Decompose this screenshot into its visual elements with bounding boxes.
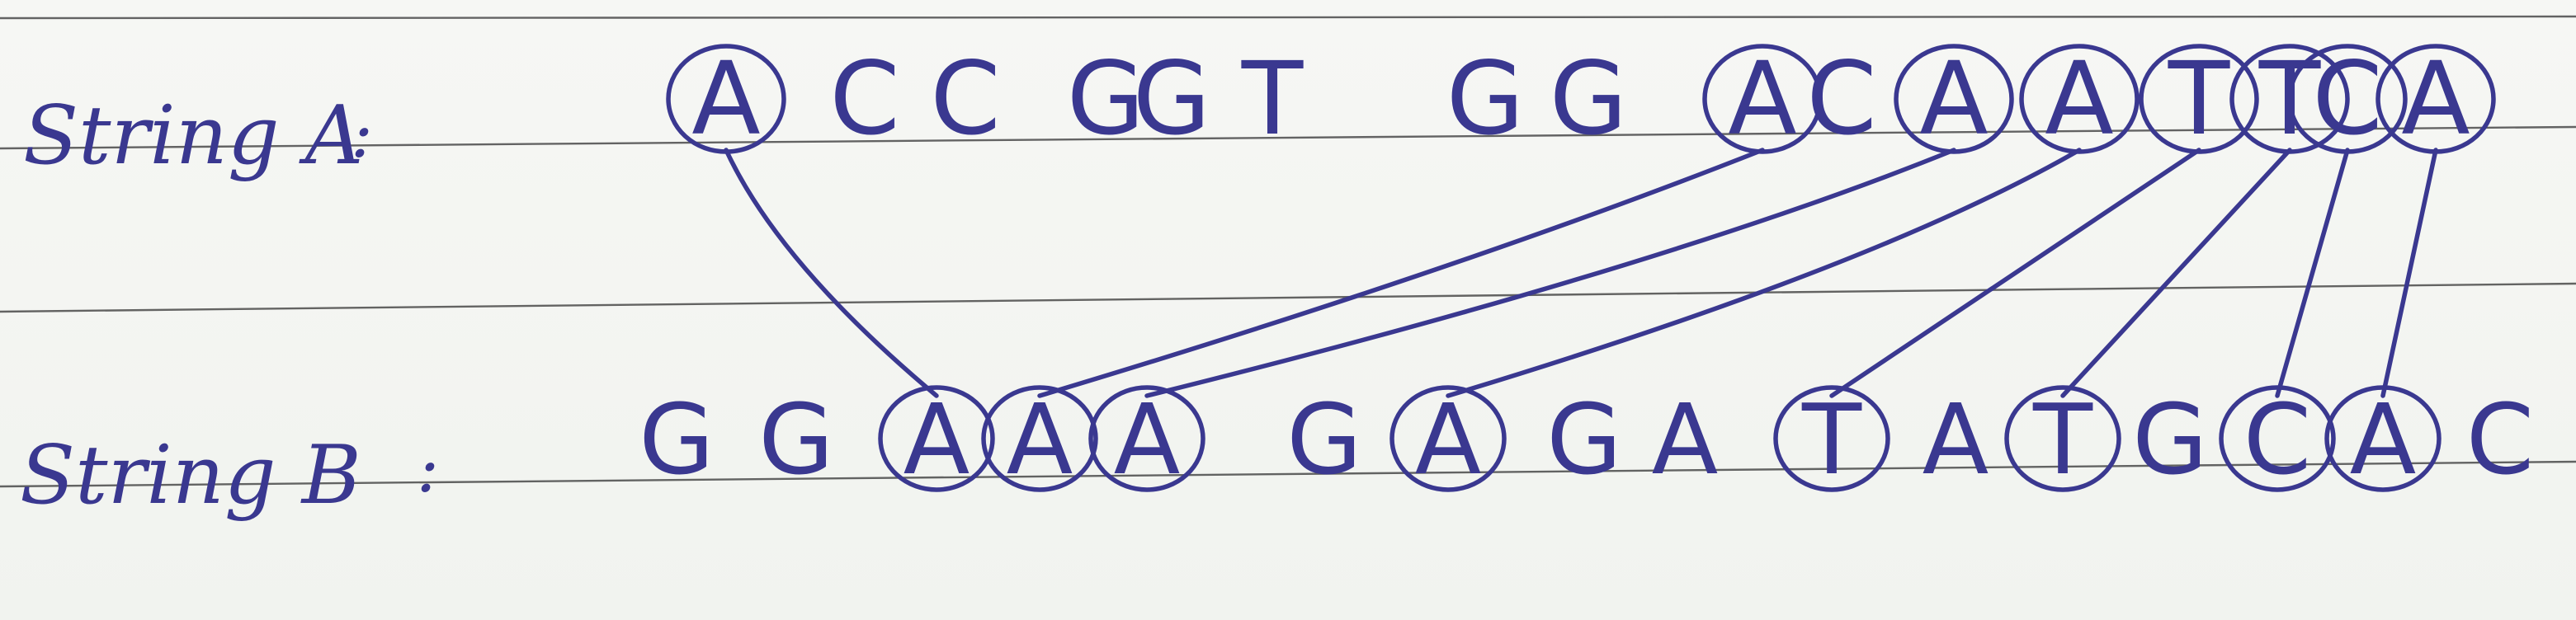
string-b-base-3-circle (878, 385, 995, 492)
string-b-base-2: G (758, 383, 833, 496)
string-b-base-8-letter: G (1546, 383, 1621, 496)
string-b-base-3-letter: A (903, 383, 970, 496)
connection-8 (2380, 148, 2438, 398)
string-b-base-16-letter: C (2466, 383, 2534, 496)
string-b-base-5: A (1088, 383, 1205, 496)
string-b-base-12: T (2004, 383, 2121, 496)
string-a-base-12: A (2019, 40, 2140, 157)
string-b-base-4: A (981, 383, 1098, 496)
string-a-base-1: A (666, 40, 786, 157)
string-a-base-8: G (1550, 40, 1628, 157)
connection-1 (724, 148, 939, 398)
string-b-base-14-circle (2219, 385, 2336, 492)
string-a-base-16-letter: A (2401, 40, 2470, 157)
connection-3 (1144, 148, 1956, 398)
string-a-base-11-letter: A (1919, 40, 1988, 157)
string-a-base-8-letter: G (1550, 40, 1628, 157)
string-b-base-10: T (1773, 383, 1890, 496)
string-b-base-13: G (2132, 383, 2207, 496)
string-b-base-10-letter: T (1801, 383, 1862, 496)
string-a-base-10-letter: C (1806, 40, 1876, 157)
string-b-label: String B (20, 429, 361, 523)
string-b-base-15-letter: A (2350, 383, 2417, 496)
string-a-base-3-letter: C (930, 40, 1000, 157)
string-a-base-16-circle (2375, 44, 2496, 154)
string-b-base-12-letter: T (2032, 383, 2093, 496)
connection-7 (2275, 148, 2350, 398)
connection-4 (1446, 148, 2082, 398)
string-b-base-1: G (639, 383, 714, 496)
string-a-base-14-circle (2229, 44, 2350, 154)
string-b-base-7: A (1389, 383, 1507, 496)
string-a-base-12-letter: A (2045, 40, 2113, 157)
string-a-base-10: C (1806, 40, 1876, 157)
string-a-label: String A (23, 89, 363, 183)
ruled-line (0, 460, 2576, 488)
string-b-base-11: A (1923, 383, 1989, 496)
string-a-base-2-letter: C (829, 40, 899, 157)
string-a-base-9: A (1702, 40, 1823, 157)
string-b-base-14: C (2219, 383, 2336, 496)
string-b-base-2-letter: G (758, 383, 833, 496)
string-a-base-2: C (829, 40, 899, 157)
string-a-base-13-circle (2139, 44, 2259, 154)
string-a-base-12-circle (2019, 44, 2140, 154)
string-b-base-15: A (2324, 383, 2442, 496)
ruled-line (0, 282, 2576, 313)
string-b-base-1-letter: G (639, 383, 714, 496)
string-a-base-5-letter: G (1133, 40, 1211, 157)
string-b-base-9-letter: A (1652, 383, 1719, 496)
string-a-base-1-circle (666, 44, 786, 154)
string-a-base-11-circle (1894, 44, 2014, 154)
string-a-base-6: T (1241, 40, 1304, 157)
connection-6 (2060, 148, 2292, 398)
string-a-base-4-letter: G (1067, 40, 1145, 157)
string-a-base-3: C (930, 40, 1000, 157)
alignment-connections (724, 148, 2438, 398)
string-b-base-13-letter: G (2132, 383, 2207, 496)
string-a-base-15-letter: C (2312, 40, 2382, 157)
string-b-base-7-circle (1389, 385, 1507, 492)
ruled-line (0, 125, 2576, 150)
string-b-base-14-letter: C (2243, 383, 2311, 496)
string-a-base-13: T (2139, 40, 2259, 157)
string-a-base-7: G (1446, 40, 1525, 157)
string-a-base-11: A (1894, 40, 2014, 157)
string-a-base-4: G (1067, 40, 1145, 157)
string-a-base-15: C (2287, 40, 2408, 157)
string-b-base-12-circle (2004, 385, 2121, 492)
string-b-base-11-letter: A (1923, 383, 1989, 496)
string-a-separator: : (351, 96, 373, 172)
string-b-base-16: C (2466, 383, 2534, 496)
string-b-base-9: A (1652, 383, 1719, 496)
string-a-base-13-letter: T (2168, 40, 2230, 157)
string-a-base-5: G (1133, 40, 1211, 157)
string-a-base-7-letter: G (1446, 40, 1525, 157)
string-b-base-15-circle (2324, 385, 2442, 492)
string-a-base-1-letter: A (691, 40, 760, 157)
string-b-base-6: G (1286, 383, 1361, 496)
connection-5 (1829, 148, 2201, 398)
string-a-base-9-circle (1702, 44, 1823, 154)
string-b-base-3: A (878, 383, 995, 496)
string-b-base-7-letter: A (1415, 383, 1482, 496)
string-b-base-5-circle (1088, 385, 1205, 492)
string-a-base-9-letter: A (1728, 40, 1796, 157)
string-b-separator: : (417, 430, 439, 507)
string-b-base-5-letter: A (1114, 383, 1181, 496)
string-a-base-16: A (2375, 40, 2496, 157)
ruled-line (0, 15, 2576, 20)
string-b-base-8: G (1546, 383, 1621, 496)
string-b-base-10-circle (1773, 385, 1890, 492)
string-a-base-15-circle (2287, 44, 2408, 154)
connection-2 (1037, 148, 1765, 398)
string-b-base-4-letter: A (1007, 383, 1073, 496)
string-b-base-6-letter: G (1286, 383, 1361, 496)
string-b-base-4-circle (981, 385, 1098, 492)
string-a-base-6-letter: T (1241, 40, 1304, 157)
